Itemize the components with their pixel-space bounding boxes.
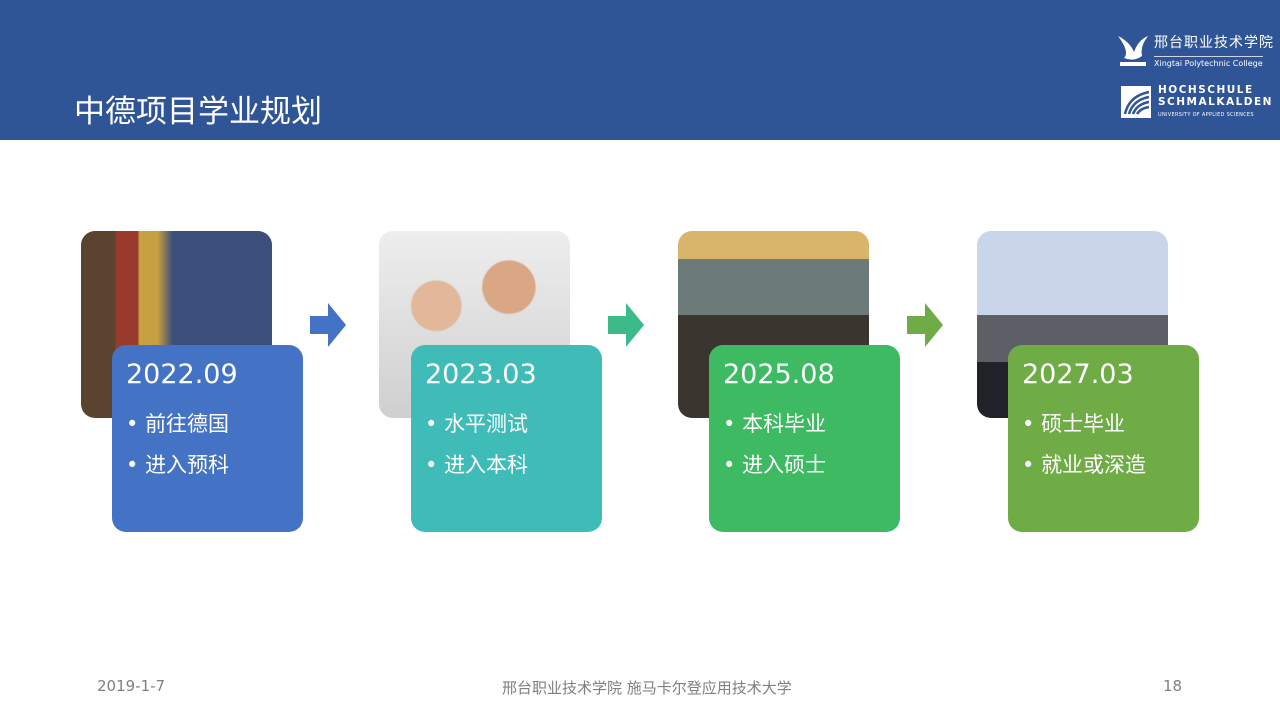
timeline-card-2023: 2023.03 • 水平测试 • 进入本科 [411,345,602,532]
college-name-en: Xingtai Polytechnic College [1154,56,1263,69]
step-item: • 硕士毕业 [1022,412,1126,436]
step-item: • 进入预科 [126,453,230,477]
arrow-right-icon [907,303,943,347]
step-date: 2023.03 [425,359,537,390]
college-name-cn: 邢台职业技术学院 [1154,35,1274,51]
timeline-card-2025: 2025.08 • 本科毕业 • 进入硕士 [709,345,900,532]
page-title: 中德项目学业规划 [74,94,322,130]
step-item: • 前往德国 [126,412,230,436]
footer-date: 2019-1-7 [97,677,166,695]
footer-institutions: 邢台职业技术学院 施马卡尔登应用技术大学 [502,679,792,697]
page-number: 18 [1163,677,1183,695]
timeline-card-2022: 2022.09 • 前往德国 • 进入预科 [112,345,303,532]
step-item: • 就业或深造 [1022,453,1147,477]
timeline-card-2027: 2027.03 • 硕士毕业 • 就业或深造 [1008,345,1199,532]
step-date: 2022.09 [126,359,238,390]
hochschule-subtitle: UNIVERSITY OF APPLIED SCIENCES [1158,112,1254,118]
header-bar: 中德项目学业规划 邢台职业技术学院 Xingtai Polytechnic Co… [0,0,1280,140]
step-item: • 本科毕业 [723,412,827,436]
step-item: • 进入本科 [425,453,529,477]
step-item: • 水平测试 [425,412,529,436]
xingtai-college-logo: 邢台职业技术学院 Xingtai Polytechnic College [1116,32,1276,72]
arrow-right-icon [608,303,644,347]
college-emblem-icon [1118,36,1148,66]
arrow-right-icon [310,303,346,347]
step-date: 2025.08 [723,359,835,390]
step-date: 2027.03 [1022,359,1134,390]
hochschule-emblem-icon [1121,86,1151,118]
step-item: • 进入硕士 [723,453,827,477]
